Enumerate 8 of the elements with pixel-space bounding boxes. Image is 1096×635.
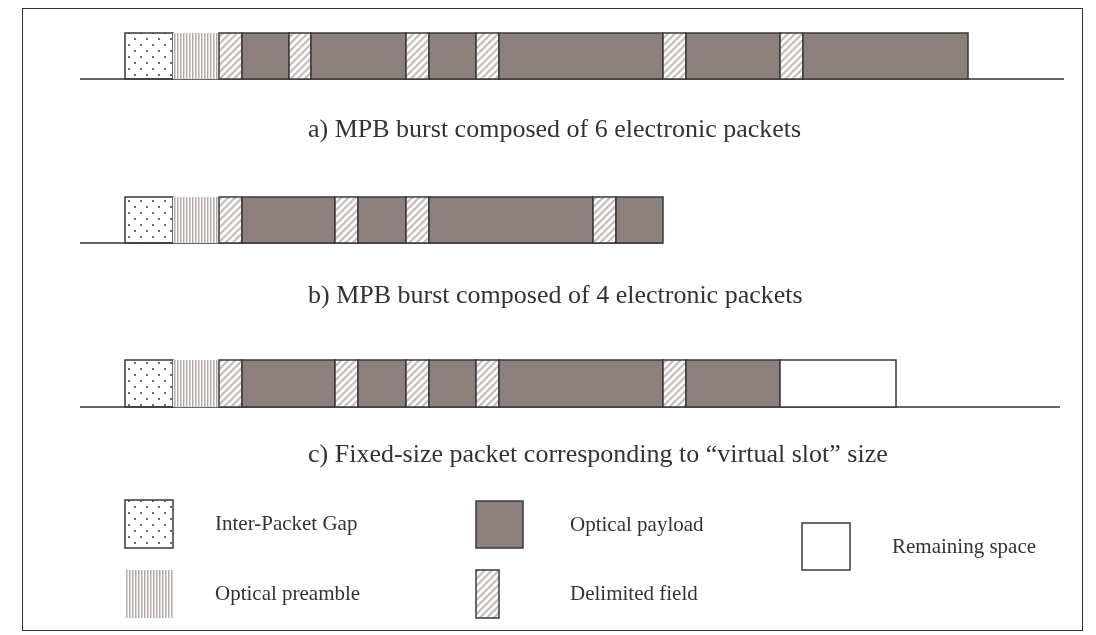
caption: a) MPB burst composed of 6 electronic packets (308, 116, 802, 142)
caption: c) Fixed-size packet corresponding to “virtual slot” size (308, 441, 888, 467)
legend-label: Inter-Packet Gap (215, 513, 358, 534)
legend-label: Optical payload (570, 513, 704, 535)
legend-label: Remaining space (892, 535, 1037, 557)
legend-label: Delimited field (570, 583, 698, 604)
legend-label: Optical preamble (215, 583, 361, 604)
caption: b) MPB burst composed of 4 electronic packets (308, 282, 803, 308)
